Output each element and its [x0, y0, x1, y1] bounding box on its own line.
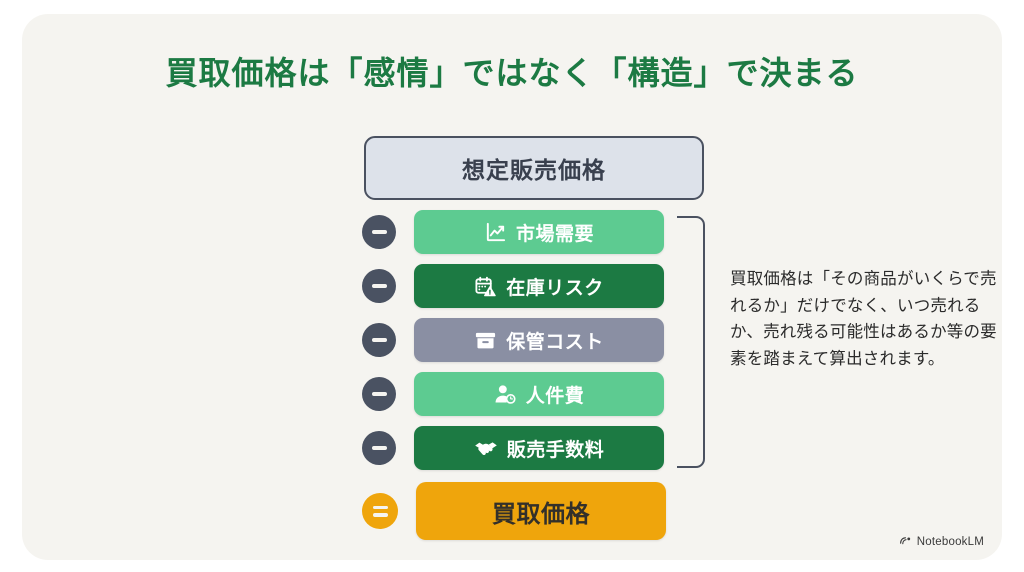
minus-badge-icon	[362, 269, 396, 303]
minus-bar	[371, 338, 387, 342]
handshake-icon	[474, 436, 498, 460]
minus-bar	[371, 446, 387, 450]
result-box-purchase-price: 買取価格	[416, 482, 666, 540]
deduction-label-labor-cost: 人件費	[525, 385, 585, 407]
deduction-box-market-demand: 市場需要	[414, 210, 664, 254]
deduction-label-sales-fee: 販売手数料	[506, 439, 605, 461]
archive-box-icon	[474, 329, 497, 352]
explanation-note: 買取価格は「その商品がいくらで売れるか」だけでなく、いつ売れるか、売れ残る可能性…	[730, 270, 997, 369]
minus-badge-icon	[362, 431, 396, 465]
deduction-box-sales-fee: 販売手数料	[414, 426, 664, 470]
minus-badge-icon	[362, 215, 396, 249]
minus-badge-icon	[362, 323, 396, 357]
calendar-warning-icon	[474, 275, 497, 298]
assumed-selling-price-box: 想定販売価格	[364, 136, 704, 200]
deduction-row-market-demand: 市場需要	[340, 210, 720, 254]
notebooklm-watermark: NotebookLM	[899, 534, 984, 550]
chart-line-up-icon	[484, 221, 507, 244]
deduction-box-storage-cost: 保管コスト	[414, 318, 664, 362]
notebooklm-label: NotebookLM	[916, 536, 984, 548]
deduction-label-storage-cost: 保管コスト	[506, 331, 604, 353]
page-title: 買取価格は「感情」ではなく「構造」で決まる	[165, 55, 859, 91]
deduction-label-market-demand: 市場需要	[515, 223, 594, 245]
minus-badge-icon	[362, 377, 396, 411]
minus-bar	[371, 284, 387, 288]
deduction-box-labor-cost: 人件費	[414, 372, 664, 416]
notebooklm-logo-icon	[899, 534, 912, 550]
deduction-row-storage-cost: 保管コスト	[340, 318, 720, 362]
equals-badge-icon	[362, 493, 398, 529]
result-label-purchase-price: 買取価格	[492, 500, 590, 528]
equals-bar-top	[372, 505, 388, 509]
result-row-purchase-price: 買取価格	[340, 482, 720, 540]
deduction-row-inventory-risk: 在庫リスク	[340, 264, 720, 308]
deduction-box-inventory-risk: 在庫リスク	[414, 264, 664, 308]
deduction-label-inventory-risk: 在庫リスク	[506, 277, 604, 299]
minus-bar	[371, 230, 387, 234]
price-structure-diagram: 想定販売価格 市場需要	[340, 114, 720, 554]
minus-bar	[371, 392, 387, 396]
slide-card: 買取価格は「感情」ではなく「構造」で決まる 想定販売価格 市場需要	[22, 14, 1002, 560]
deduction-row-sales-fee: 販売手数料	[340, 426, 720, 470]
assumed-selling-price-label: 想定販売価格	[462, 157, 606, 183]
deduction-row-labor-cost: 人件費	[340, 372, 720, 416]
equals-bar-bottom	[372, 513, 388, 517]
person-clock-icon	[494, 383, 517, 406]
deductions-bracket	[677, 216, 705, 468]
